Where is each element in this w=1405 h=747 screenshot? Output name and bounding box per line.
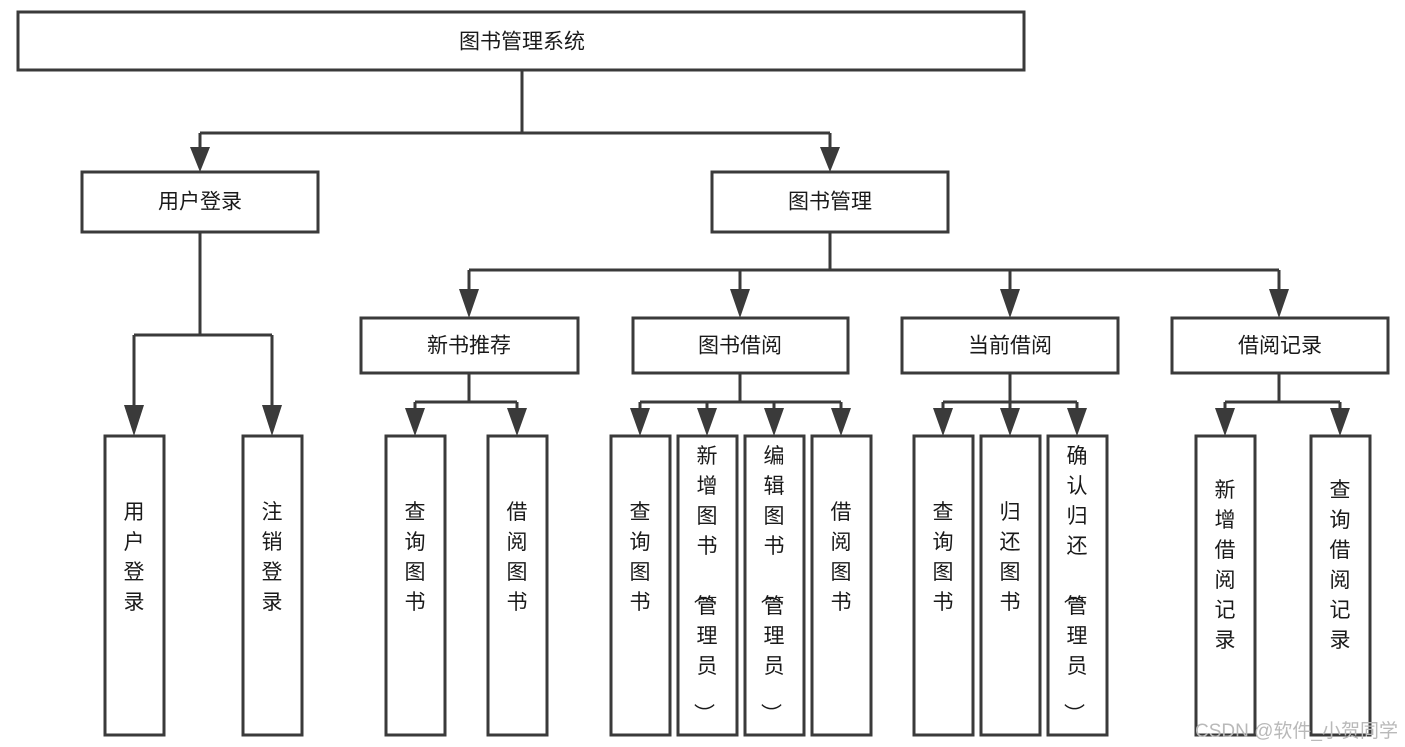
node-book-borrow[interactable]: 图书借阅 [631,316,850,375]
node-leaf-query-book-2-label: 查询图书 [630,501,651,614]
arrow-head-bb-leaf-3 [764,408,784,436]
arrow-head-cb-leaf-2 [1000,408,1020,436]
arrow-head-nbr-leaf-2 [507,408,527,436]
arrow-head-br-leaf-2 [1330,408,1350,436]
node-leaf-query-book-3-box[interactable] [912,434,975,737]
node-leaf-query-book-3-label: 查询图书 [933,501,954,614]
node-leaf-borrow-book-1[interactable]: 借阅图书 [486,434,549,737]
node-borrow-record-box[interactable] [1170,316,1390,375]
arrow-head-cb-leaf-1 [933,408,953,436]
node-leaf-add-book-label: 新增图书（管理员） [692,445,718,724]
arrow-head-nbr-leaf-1 [405,408,425,436]
arrow-head-bb-leaf-1 [630,408,650,436]
arrow-head-borrow-record [1269,289,1289,318]
node-leaf-query-record-label: 查询借阅记录 [1330,479,1351,652]
node-book-borrow-label: 图书借阅 [698,335,782,358]
node-leaf-add-book[interactable]: 新增图书（管理员） [676,434,739,737]
node-leaf-query-record[interactable]: 查询借阅记录 [1309,434,1372,737]
node-book-manage-label: 图书管理 [788,191,872,214]
node-leaf-borrow-book-1-box[interactable] [486,434,549,737]
node-new-book-rec-label: 新书推荐 [427,335,511,358]
arrow-head-current-borrow [1000,289,1020,318]
arrow-head-cb-leaf-3 [1067,408,1087,436]
node-book-manage-box[interactable] [710,170,950,234]
node-leaf-borrow-book-2-box[interactable] [810,434,873,737]
node-user-login-box[interactable] [80,170,320,234]
node-leaf-query-book-2-box[interactable] [609,434,672,737]
arrow-head-leaf-logout [262,405,282,436]
arrow-head-book-borrow [730,289,750,318]
arrow-head-leaf-user-login [124,405,144,436]
arrow-head-bb-leaf-4 [831,408,851,436]
node-leaf-return-book[interactable]: 归还图书 [979,434,1042,737]
node-new-book-rec-box[interactable] [359,316,580,375]
node-borrow-record-label: 借阅记录 [1238,335,1322,358]
node-leaf-query-book-1-label: 查询图书 [405,501,426,614]
node-root-box[interactable] [16,10,1026,72]
node-leaf-add-record-label: 新增借阅记录 [1215,479,1236,652]
node-user-login-label: 用户登录 [158,191,242,214]
node-leaf-logout[interactable]: 注销登录 [241,434,304,737]
node-leaf-query-book-1[interactable]: 查询图书 [384,434,447,737]
arrow-head-new-book-rec [459,289,479,318]
node-leaf-confirm-return[interactable]: 确认归还（管理员） [1046,434,1109,737]
arrow-head-book-manage [820,147,840,172]
node-leaf-user-login-box[interactable] [103,434,166,737]
node-leaf-query-book-3[interactable]: 查询图书 [912,434,975,737]
node-new-book-rec[interactable]: 新书推荐 [359,316,580,375]
node-leaf-add-book-box[interactable] [676,434,739,737]
node-leaf-borrow-book-2[interactable]: 借阅图书 [810,434,873,737]
node-current-borrow-box[interactable] [900,316,1120,375]
node-leaf-edit-book-label: 编辑图书（管理员） [759,445,785,724]
watermark-label: CSDN @软件_小贺同学 [1195,720,1398,742]
node-leaf-query-record-box[interactable] [1309,434,1372,737]
node-leaf-confirm-return-box[interactable] [1046,434,1109,737]
node-leaf-add-record[interactable]: 新增借阅记录 [1194,434,1257,737]
node-leaf-logout-label: 注销登录 [262,501,283,614]
node-book-borrow-box[interactable] [631,316,850,375]
node-leaf-return-book-box[interactable] [979,434,1042,737]
node-current-borrow[interactable]: 当前借阅 [900,316,1120,375]
node-leaf-user-login-label: 用户登录 [124,501,145,614]
node-leaf-confirm-return-label: 确认归还（管理员） [1062,445,1088,724]
node-leaf-return-book-label: 归还图书 [1000,501,1021,614]
node-user-login[interactable]: 用户登录 [80,170,320,234]
node-leaf-query-book-1-box[interactable] [384,434,447,737]
node-leaf-user-login[interactable]: 用户登录 [103,434,166,737]
node-leaf-edit-book-box[interactable] [743,434,806,737]
arrow-head-user-login [190,147,210,172]
node-borrow-record[interactable]: 借阅记录 [1170,316,1390,375]
arrow-head-br-leaf-1 [1215,408,1235,436]
node-leaf-add-record-box[interactable] [1194,434,1257,737]
arrow-head-bb-leaf-2 [697,408,717,436]
node-leaf-borrow-book-2-label: 借阅图书 [831,501,852,614]
node-leaf-borrow-book-1-label: 借阅图书 [507,501,528,614]
node-leaf-query-book-2[interactable]: 查询图书 [609,434,672,737]
connector-group [124,70,1350,436]
node-book-manage[interactable]: 图书管理 [710,170,950,234]
node-current-borrow-label: 当前借阅 [968,335,1052,358]
node-root-label: 图书管理系统 [459,31,585,54]
node-root[interactable]: 图书管理系统 [16,10,1026,72]
node-leaf-logout-box[interactable] [241,434,304,737]
node-leaf-edit-book[interactable]: 编辑图书（管理员） [743,434,806,737]
